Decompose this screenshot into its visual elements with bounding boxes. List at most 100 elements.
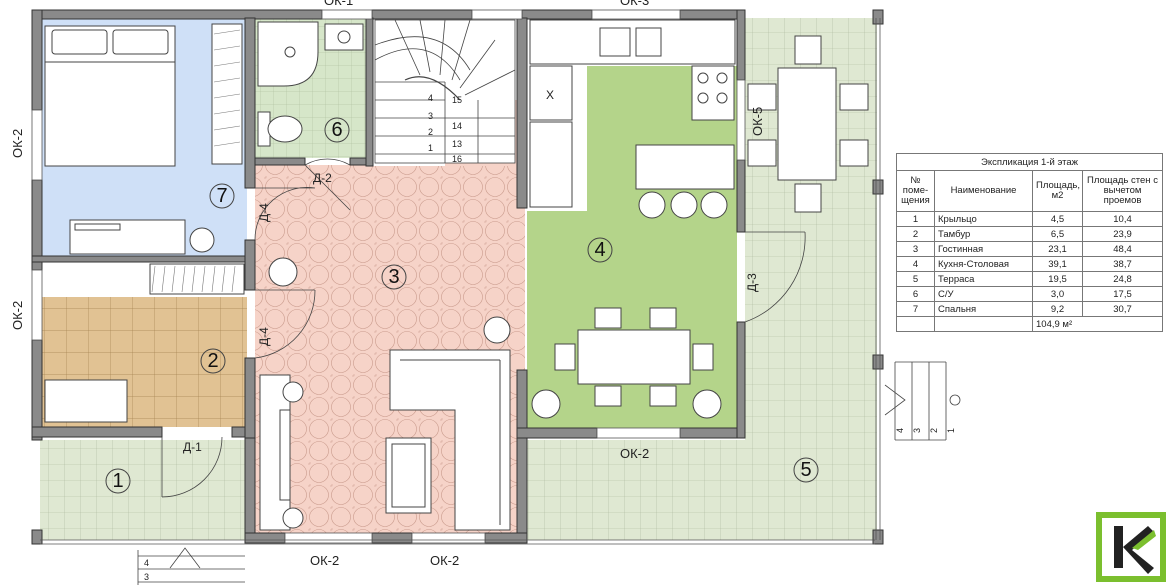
cell-walls: 38,7 [1082,256,1163,272]
kitchen-island [635,144,735,190]
bathroom-fixtures [257,21,364,147]
stair-step: 14 [452,121,462,131]
fridge [529,65,573,121]
room-number: 3 [388,266,399,288]
room-number: 5 [800,459,811,481]
table-title: Экспликация 1-й этаж [896,153,1163,171]
cell-area: 19,5 [1032,271,1083,287]
table-row: 5 Терраса 19,5 24,8 [896,271,1163,287]
table-row: 4 Кухня-Столовая 39,1 38,7 [896,256,1163,272]
kitchen-furniture: X [529,19,736,419]
terrace-table [777,67,837,181]
door-label: Д-3 [745,273,759,292]
column-header: Наименование [934,170,1033,212]
cell-name: Кухня-Столовая [934,256,1033,272]
window-label: ОК-3 [620,0,649,8]
cell-num: 1 [896,211,935,227]
stove [691,65,735,121]
worktop [529,19,736,65]
cell-name: Терраса [934,271,1033,287]
plant-icon [268,257,298,287]
cell-name: Спальня [934,301,1033,317]
doors [161,158,806,498]
room-number: 4 [594,239,605,261]
corner-sofa [389,349,511,531]
room-number: 2 [207,350,218,372]
column-header: № поме- щения [896,170,935,212]
room-number: 1 [112,470,123,492]
cell-name: Крыльцо [934,211,1033,227]
cell-num: 7 [896,301,935,317]
column-header: Площадь, м2 [1032,170,1083,212]
cell-walls: 23,9 [1082,226,1163,242]
terrace-step: 4 [895,428,905,433]
table-row: 2 Тамбур 6,5 23,9 [896,226,1163,242]
tambour-wardrobe [149,263,245,295]
table-row: 6 С/У 3,0 17,5 [896,286,1163,302]
shower-cabin [257,21,319,87]
window-label: ОК-2 [620,446,649,461]
shoe-bench [44,379,128,423]
plant-icon [282,507,304,529]
bedroom-furniture [44,23,243,255]
brand-logo-icon [1096,512,1166,582]
cell-area: 9,2 [1032,301,1083,317]
bar-stool [700,191,728,219]
window-label: ОК-5 [750,107,765,136]
cell-walls: 24,8 [1082,271,1163,287]
cell-num: 4 [896,256,935,272]
window-label: ОК-2 [310,553,339,568]
cell-area: 3,0 [1032,286,1083,302]
cell-num: 2 [896,226,935,242]
porch-step: 3 [144,572,149,582]
opening-labels: ОК-1 ОК-3 ОК-2 ОК-2 ОК-2 ОК-2 ОК-2 ОК-5 … [10,0,765,568]
door-label: Д-2 [313,171,332,185]
cell-num: 6 [896,286,935,302]
cell-walls: 10,4 [1082,211,1163,227]
bar-stool [638,191,666,219]
dining-table [577,329,691,385]
staircase [374,19,516,164]
bar-stool [670,191,698,219]
cell-area: 39,1 [1032,256,1083,272]
cell-empty [934,316,1033,332]
windows [31,9,881,545]
coffee-table [385,437,432,514]
stair-step: 15 [452,95,462,105]
door-label: Д-4 [257,327,271,346]
living-furniture [259,257,511,531]
porch-steps [137,547,245,585]
kitchen-sink [599,27,631,57]
column-header: Площадь стен с вычетом проемов [1082,170,1163,212]
room-number: 7 [216,185,227,207]
terrace-step: 1 [946,428,956,433]
cell-area: 4,5 [1032,211,1083,227]
terrace-step: 2 [929,428,939,433]
terrace-furniture [747,35,869,213]
table-row: 3 Гостинная 23,1 48,4 [896,241,1163,257]
window-label: ОК-1 [324,0,353,8]
plant-icon [189,227,215,253]
stair-step: 4 [428,93,433,103]
stair-step: 2 [428,127,433,137]
table-row: 7 Спальня 9,2 30,7 [896,301,1163,317]
kitchen-column [529,121,573,208]
cell-walls: 48,4 [1082,241,1163,257]
cell-num: 3 [896,241,935,257]
total-area: 104,9 м² [1032,316,1163,332]
kitchen-mark: X [546,88,554,102]
stair-step: 1 [428,143,433,153]
stair-step: 16 [452,154,462,164]
plant-icon [531,389,561,419]
cell-name: Гостинная [934,241,1033,257]
plant-icon [483,316,511,344]
table-total-row: 104,9 м² [896,316,1163,332]
window-label: ОК-2 [10,129,25,158]
cell-num: 5 [896,271,935,287]
table-row: 1 Крыльцо 4,5 10,4 [896,211,1163,227]
cell-area: 23,1 [1032,241,1083,257]
cell-walls: 17,5 [1082,286,1163,302]
stair-step: 13 [452,139,462,149]
terrace-steps [884,361,961,441]
